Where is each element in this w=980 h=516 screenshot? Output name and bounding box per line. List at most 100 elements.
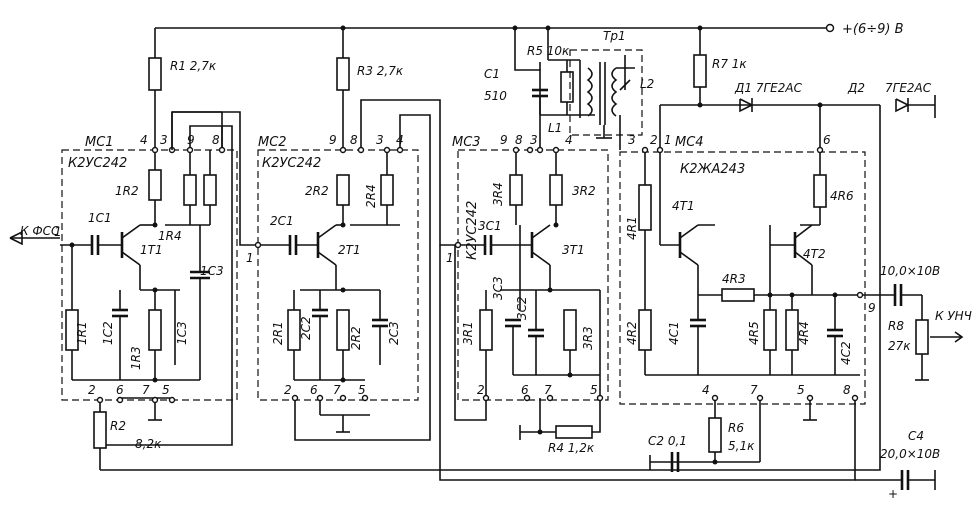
mc3-pin-4: 4 [565, 133, 573, 147]
module-mc2-name: МС2 [258, 135, 287, 150]
module-mc4-type: К2ЖА243 [680, 162, 745, 177]
mc2-pin-2: 2 [284, 383, 292, 397]
mc2-r1-label: 2R1 [271, 321, 285, 345]
mc4-pin-3: 3 [628, 133, 636, 147]
mc4-r5-label: 4R5 [747, 321, 761, 345]
mc2-wiring [171, 28, 458, 441]
mc4-t1-label: 4Т1 [672, 199, 695, 213]
mc1-pin-9: 9 [187, 133, 195, 147]
module-mc2-type: К2УС242 [262, 156, 321, 171]
mc4-pin-4: 4 [702, 383, 710, 397]
mc3-r1-label: 3R1 [461, 321, 475, 345]
mc1-r4-label: 1R4 [158, 229, 182, 243]
d2-value: 7ГЕ2АС [885, 81, 932, 95]
r2-value: 8,2к [135, 437, 162, 451]
mc3-r2-label: 3R2 [572, 184, 596, 198]
r6-value: 5,1к [728, 439, 755, 453]
mc1-pin-6: 6 [116, 383, 124, 397]
c1-value: 510 [484, 89, 507, 103]
module-mc4-box [619, 151, 866, 405]
mc2-pin-1: 1 [246, 251, 254, 265]
mc1-r2-label: 1R2 [115, 184, 139, 198]
mc3-wiring [454, 28, 643, 440]
mc3-pin-1: 1 [446, 251, 454, 265]
mc2-pin-9: 9 [329, 133, 337, 147]
mc1-r3-label: 1R3 [129, 346, 143, 370]
mc3-r3-label: 3R3 [581, 326, 595, 350]
mc1-pin-3: 3 [160, 133, 168, 147]
mc3-pin-8: 8 [515, 133, 523, 147]
c3-value: 10,0×10В [880, 264, 940, 278]
mc3-c1-label: 3С1 [478, 219, 502, 233]
d1-label: Д1 7ГЕ2АС [734, 81, 803, 95]
module-mc3-box [457, 149, 609, 401]
module-mc2-box [257, 149, 419, 401]
l2-label: L2 [640, 77, 654, 91]
mc2-r2-label: 2R2 [305, 184, 329, 198]
supply-label: +(6÷9) В [842, 22, 904, 37]
mc1-pins [96, 146, 226, 404]
r1-label: R1 2,7к [170, 59, 217, 73]
r7-label: R7 1к [712, 57, 747, 71]
mc1-pin-2: 2 [88, 383, 96, 397]
l1-label: L1 [548, 121, 562, 135]
mc1-pin-1: 1 [54, 225, 62, 239]
mc3-pin-5: 5 [590, 383, 598, 397]
mc4-pins [641, 146, 864, 402]
mc4-wiring [439, 28, 964, 490]
mc4-r1-label: 4R1 [625, 216, 639, 240]
mc1-pin-4: 4 [140, 133, 148, 147]
mc3-pin-9: 9 [500, 133, 508, 147]
mc2-pin-7: 7 [333, 383, 341, 397]
mc2-r2b-label: 2R2 [349, 326, 363, 350]
r5-label: R5 10к [527, 44, 570, 58]
module-mc3-name: МС3 [452, 135, 481, 150]
c1-label: С1 [484, 67, 500, 81]
r4-label: R4 1,2к [548, 441, 595, 455]
mc1-c3b-label: 1С3 [175, 321, 189, 345]
junction-dots [69, 25, 838, 465]
mc3-r4-label: 3R4 [491, 182, 505, 206]
mc1-t1-label: 1Т1 [140, 243, 163, 257]
r3-label: R3 2,7к [357, 64, 404, 78]
mc3-c2-label: 3С2 [515, 296, 529, 320]
mc3-pin-7: 7 [544, 383, 552, 397]
mc4-c1-label: 4С1 [667, 321, 681, 345]
mc1-pin-7: 7 [142, 383, 150, 397]
module-mc1-box [61, 149, 238, 401]
mc4-t2-label: 4Т2 [803, 247, 826, 261]
mc2-pins [254, 146, 404, 402]
mc4-pin-1: 1 [664, 133, 672, 147]
mc3-pin-2: 2 [477, 383, 485, 397]
mc4-pin-8: 8 [843, 383, 851, 397]
c4-label: С4 [908, 429, 924, 443]
mc3-c3-label: 3С3 [491, 276, 505, 300]
c4-plus: + [888, 487, 898, 501]
mc4-pin-7: 7 [750, 383, 758, 397]
mc2-c1-label: 2С1 [270, 214, 294, 228]
mc4-pin-2: 2 [650, 133, 658, 147]
output-label: К УНЧ [935, 309, 972, 323]
mc2-pin-8: 8 [350, 133, 358, 147]
r2-label: R2 [110, 419, 126, 433]
mc4-c2-label: 4С2 [839, 341, 853, 365]
mc1-pin-5: 5 [162, 383, 170, 397]
mc4-r2-label: 4R2 [625, 321, 639, 345]
module-mc4-name: МС4 [675, 135, 704, 150]
r8-value: 27к [888, 339, 911, 353]
mc4-pin-9: 9 [868, 301, 876, 315]
tr1-label: Тр1 [603, 29, 626, 43]
mc1-c2-label: 1С2 [101, 321, 115, 345]
mc2-pin-5: 5 [358, 383, 366, 397]
mc1-internal [60, 150, 217, 381]
mc3-pin-6: 6 [521, 383, 529, 397]
mc2-pin-3: 3 [376, 133, 384, 147]
mc2-pin-6: 6 [310, 383, 318, 397]
mc2-t1-label: 2Т1 [338, 243, 361, 257]
d2-label: Д2 [847, 81, 865, 95]
supply-rail [155, 23, 835, 33]
mc1-c3-label: 1С3 [200, 264, 224, 278]
mc3-pin-3: 3 [530, 133, 538, 147]
